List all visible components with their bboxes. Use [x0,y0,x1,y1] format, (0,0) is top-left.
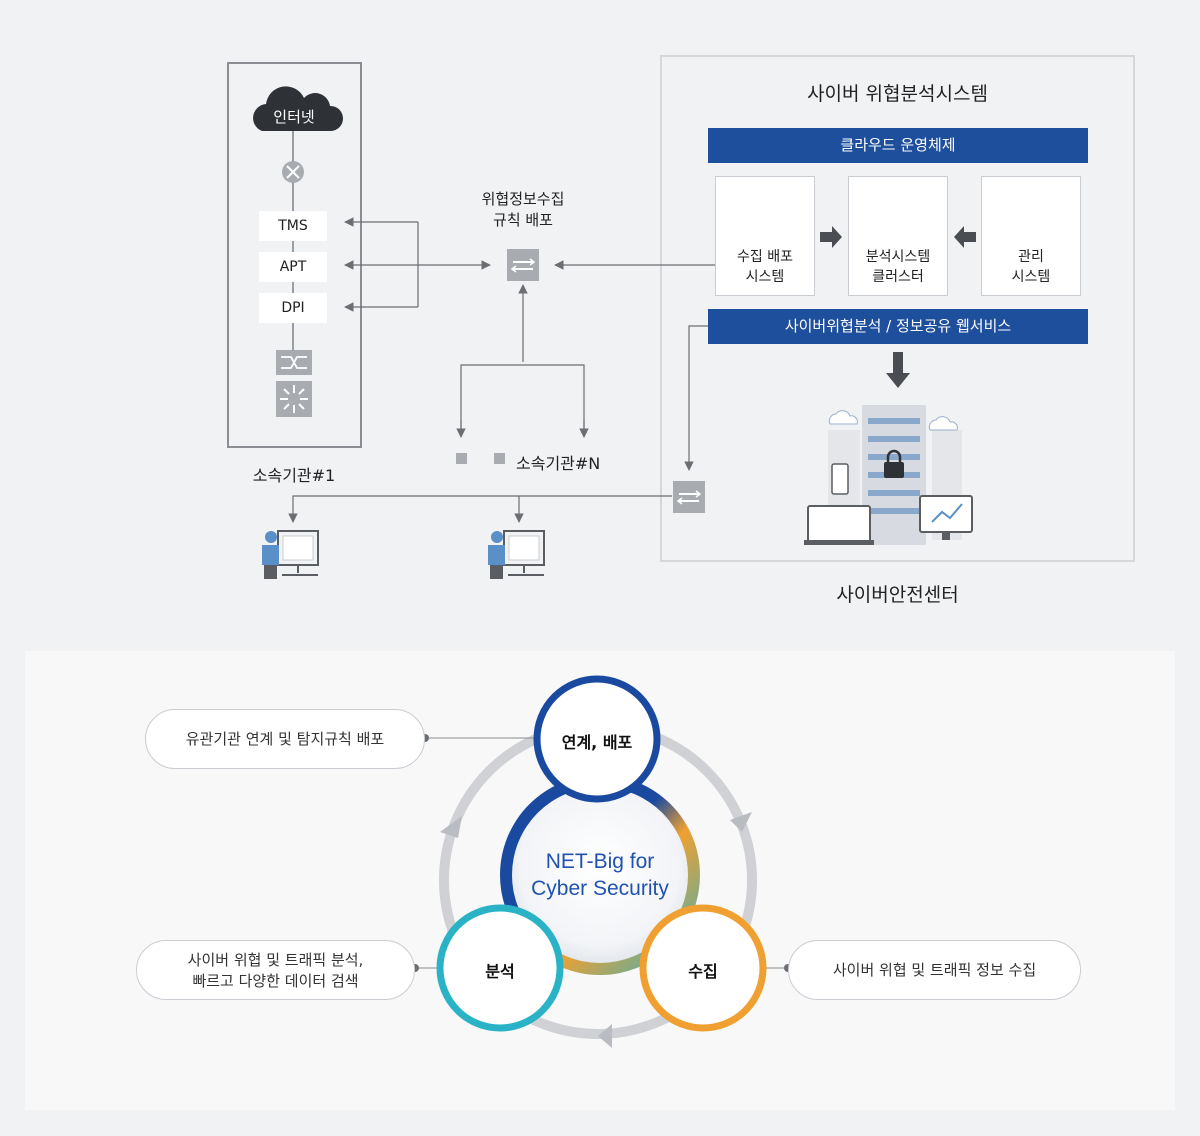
desc-analysis-line1: 사이버 위협 및 트래픽 분석, [187,951,364,969]
router-icon [282,161,304,183]
orgN-label: 소속기관#N [516,454,601,473]
center-title-line1: NET-Big for [545,850,655,873]
desc-link-pill: 유관기관 연계 및 탐지규칙 배포 [145,709,425,769]
dpi-device: DPI [259,293,327,323]
rule-distribution-icon [507,249,539,281]
orgN-square-2 [494,453,505,464]
system-title: 사이버 위협분석시스템 [807,83,988,105]
node-link-label: 연계, 배포 [561,733,633,752]
rule-title-line2: 규칙 배포 [493,211,553,229]
operator-icon-1 [262,530,319,579]
org1-label: 소속기관#1 [252,466,336,485]
center-title-line2: Cyber Security [531,877,669,900]
arrow-module-right [820,226,842,248]
apt-device: APT [259,252,327,282]
node-analysis-circle [436,904,564,1032]
dispatch-icon [673,481,705,513]
cycle-arrow-left [440,816,462,838]
orgN-square-1 [456,453,467,464]
cloud-icon [253,86,344,131]
rule-title-line1: 위협정보수집 [481,190,565,208]
server-center-illustration [804,405,973,545]
arrow-down-center [886,352,910,388]
internet-label: 인터넷 [273,108,315,126]
center-label: 사이버안전센터 [836,584,959,606]
cloud-os-bar: 클라우드 운영체제 [708,128,1088,163]
desc-collect-pill: 사이버 위협 및 트래픽 정보 수집 [788,940,1081,1000]
desc-analysis-line2: 빠르고 다양한 데이터 검색 [192,972,359,990]
node-collect-circle [639,904,767,1032]
rule-title: 위협정보수집 규칙 배포 [460,189,586,231]
switch-icon [276,350,312,375]
org1-frame [227,62,362,448]
cycle-arrow-bottom [598,1024,612,1048]
module-line2: 시스템 [1011,269,1051,285]
module-line1: 관리 [1018,249,1044,265]
arrow-module-left [954,226,976,248]
node-link-circle [533,675,661,803]
web-service-bar: 사이버위협분석 / 정보공유 웹서비스 [708,309,1088,344]
system-frame [660,55,1135,562]
tms-device: TMS [259,211,327,241]
desc-analysis-pill: 사이버 위협 및 트래픽 분석, 빠르고 다양한 데이터 검색 [136,940,415,1000]
cycle-arrow-right [730,812,752,832]
module-line2: 시스템 [745,269,785,285]
module-line1: 분석시스템 [865,249,931,265]
node-analysis-label: 분석 [485,962,515,981]
module-line2: 클러스터 [872,269,924,285]
center-title: NET-Big for Cyber Security [500,848,700,902]
operator-icon-2 [488,530,545,579]
hub-icon [276,381,312,417]
center-disc [512,787,688,963]
module-line1: 수집 배포 [737,249,793,265]
node-collect-label: 수집 [688,962,718,981]
